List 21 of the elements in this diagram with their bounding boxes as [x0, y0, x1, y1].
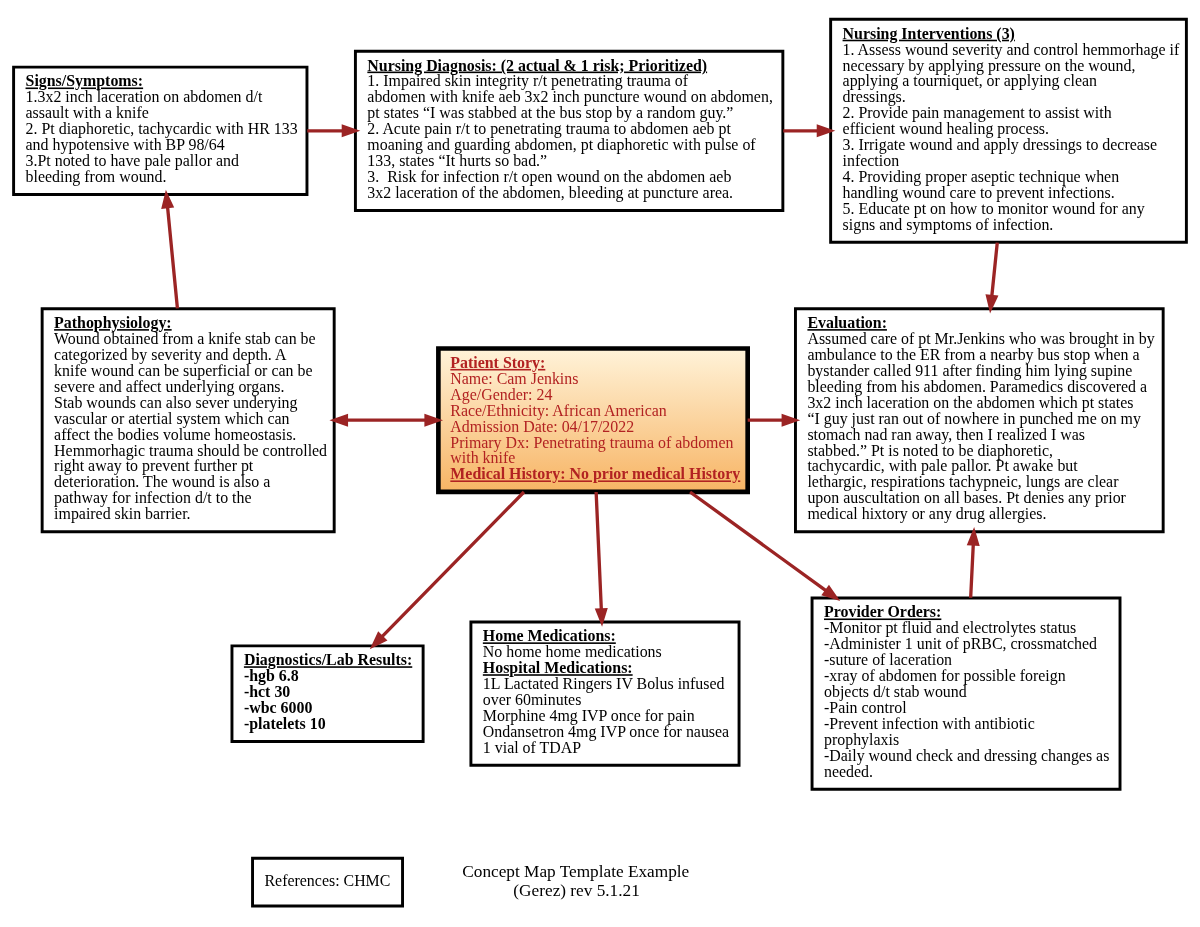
arrow [747, 413, 801, 427]
arrow [307, 123, 361, 137]
arrow [369, 490, 526, 649]
node-box: Pathophysiology: Wound obtained from a knife stab can be categorized by severity and depth. A knife wound can be superficial or can be severe and affect underlying organs. Stab wounds can also sever underying vascular or atertial system which can affect the bodies volume homeostasis. Hemmorhagic trauma should be controlled right away to prevent further pt deterioration. The wound is also a pathway for infection d/t to the impaired skin barrier. [40, 306, 336, 533]
node-box: Evaluation: Assumed care of pt Mr.Jenkins who was brought in by ambulance to the ER from a nearby bus stop when a bystander called 911 after finding him lying supine bleeding from his abdomen. Paramedics discovered a 3x2 inch laceration on the abdomen which pt states “I guy just ran out of nowhere in punched me on my stomach nad ran away, then I realized I was stabbed.” Pt is noted to be diaphoretic, tachycardic, with pale pallor. Pt awake but lethargic, respirations tachypneic, lungs are clear upon auscultation on all bases. Pt denies any prior medical hixtory or any drug allergies. [794, 306, 1165, 533]
node-box: Signs/Symptoms: 1.3x2 inch laceration on abdomen d/t assault with a knife 2. Pt diaphoretic, tachycardic with HR 133 and hypotensive with BP 98/64 3.Pt noted to have pale pallor and bleeding from wound. [12, 65, 309, 196]
node-box: References: CHMC [251, 856, 404, 907]
arrow [985, 241, 999, 313]
label: Concept Map Template Example (Gerez) rev 5.1.21 [462, 861, 690, 900]
node-box: Home Medications: No home home medications Hospital Medications: 1L Lactated Ringers IV Bolus infused over 60minutes Morphine 4mg IVP once for pain Ondansetron 4mg IVP once for nausea 1 vial of TDAP [469, 620, 741, 767]
node-box: Nursing Diagnosis: (2 actual & 1 risk; Prioritized) 1. Impaired skin integrity r/t penetrating trauma of abdomen with knife aeb 3x2 inch puncture wound on abdomen, pt states “I was stabbed at the bus stop by a random guy.” 2. Acute pain r/t to penetrating trauma to abdomen aeb pt moaning and guarding abdomen, pt diaphoretic with pulse of 133, states “It hurts so bad.” 3. Risk for infection r/t open wound on the abdomen aeb 3x2 laceration of the abdomen, bleeding at puncture area. [353, 49, 785, 212]
node-box: Diagnostics/Lab Results: -hgb 6.8 -hct 30 -wbc 6000 -platelets 10 [230, 643, 425, 743]
arrow [966, 526, 980, 598]
arrow [783, 123, 836, 137]
arrow [689, 490, 841, 601]
arrow [161, 189, 180, 309]
arrow [329, 413, 443, 427]
arrow [594, 491, 608, 627]
node-box: Nursing Interventions (3) 1. Assess wound severity and control hemmorhage if necessary by applying pressure on the wound, applying a tourniquet, or applying clean dressings. 2. Provide pain management to assist with efficient wound healing process. 3. Irrigate wound and apply dressings to decrease infection 4. Providing proper aseptic technique when handling wound care to prevent infections. 5. Educate pt on how to monitor wound for any signs and symptoms of infection. [829, 17, 1188, 244]
node-box: Provider Orders: -Monitor pt fluid and electrolytes status -Administer 1 unit of pRBC, crossmatched -suture of laceration -xray of abdomen for possible foreign objects d/t stab wound -Pain control -Prevent infection with antibiotic prophylaxis -Daily wound check and dressing changes as needed. [810, 596, 1122, 791]
node-box: Patient Story: Name: Cam Jenkins Age/Gender: 24 Race/Ethnicity: African American Admission Date: 04/17/2022 Primary Dx: Penetrating trauma of abdomen with knife Medical History: No prior medical History [436, 345, 750, 494]
